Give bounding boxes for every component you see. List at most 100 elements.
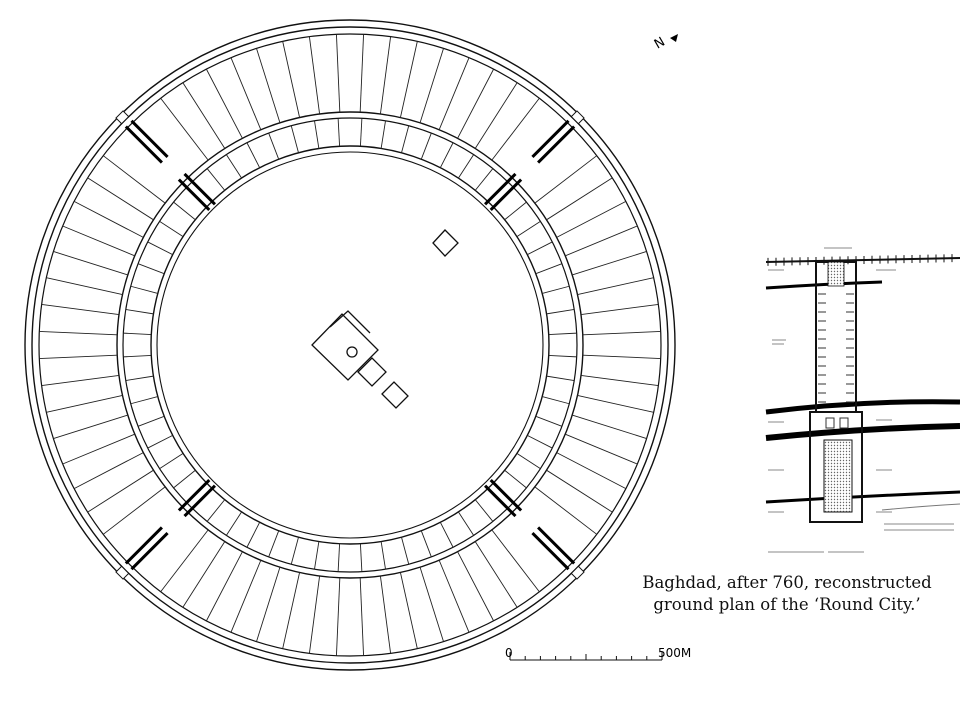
- outer-block-divider: [62, 225, 135, 257]
- inner-block-divider: [268, 530, 280, 558]
- inner-block-divider: [130, 285, 158, 294]
- inner-block-divider: [206, 499, 226, 522]
- inner-block-divider: [504, 201, 527, 221]
- outer-block-divider: [335, 34, 341, 113]
- inner-block-divider: [173, 469, 196, 489]
- north-arrow-icon: [670, 34, 678, 42]
- inner-block-divider: [542, 285, 570, 294]
- outer-block-divider: [582, 354, 661, 360]
- outer-block-divider: [457, 68, 495, 139]
- gate-street-outer: [124, 526, 163, 565]
- detail-shops: [818, 293, 854, 429]
- gate-street-outer: [130, 532, 169, 571]
- outer-block-divider: [46, 394, 123, 413]
- detail-wall-ticks: [767, 254, 953, 266]
- outer-block-divider: [46, 277, 123, 296]
- gate-street-inner: [489, 178, 523, 212]
- inner-block-divider: [206, 168, 226, 191]
- inner-block-divider: [225, 154, 242, 179]
- outer-block-divider: [230, 57, 262, 130]
- outer-block-divider: [102, 486, 166, 535]
- outer-block-divider: [556, 200, 627, 238]
- inner-block-divider: [420, 132, 432, 160]
- inner-block-divider: [401, 537, 410, 565]
- outer-block-divider: [582, 330, 661, 336]
- gate-street-inner: [177, 178, 211, 212]
- gate-street-outer: [537, 125, 576, 164]
- detail-top-wall: [765, 257, 960, 263]
- inner-block-divider: [125, 375, 154, 381]
- outer-block-divider: [41, 303, 120, 316]
- wall-ring: [38, 33, 662, 657]
- inner-block-divider: [137, 415, 165, 427]
- mosque: [357, 357, 387, 387]
- residential-blocks: [39, 34, 661, 656]
- outer-block-divider: [572, 251, 647, 276]
- inner-block-divider: [147, 434, 173, 449]
- gate-tower: [115, 565, 130, 580]
- inner-block-divider: [474, 499, 494, 522]
- inner-block-divider: [548, 332, 577, 336]
- city-walls: [24, 19, 676, 671]
- police-building: [432, 229, 459, 257]
- outer-block-divider: [205, 551, 243, 622]
- outer-block-divider: [282, 572, 301, 649]
- outer-block-divider: [39, 354, 118, 360]
- inner-block-divider: [420, 530, 432, 558]
- inner-block-divider: [439, 142, 454, 168]
- outer-block-divider: [379, 36, 392, 115]
- inner-block-divider: [123, 354, 152, 358]
- gate-street-inner: [183, 484, 217, 518]
- inner-block-divider: [130, 396, 158, 405]
- wall-ring: [122, 117, 578, 573]
- figure-caption: Baghdad, after 760, reconstructed ground…: [622, 572, 952, 616]
- inner-block-divider: [268, 132, 280, 160]
- inner-block-divider: [290, 537, 299, 565]
- gate-street-inner: [183, 172, 217, 206]
- outer-block-divider: [474, 541, 518, 608]
- inner-block-divider: [380, 120, 386, 149]
- inner-block-divider: [535, 263, 563, 275]
- wall-ring: [116, 111, 584, 579]
- gate-tower: [570, 565, 585, 580]
- inner-block-divider: [458, 511, 475, 536]
- outer-block-divider: [379, 575, 392, 654]
- palace-inner-court: [329, 310, 371, 334]
- inner-block-divider: [125, 309, 154, 315]
- inner-block-divider: [246, 142, 261, 168]
- outer-block-divider: [230, 560, 262, 633]
- inner-block-divider: [147, 241, 173, 256]
- inner-block-divider: [246, 522, 261, 548]
- inner-block-divider: [380, 541, 386, 570]
- wall-ring: [31, 26, 669, 664]
- scale-end-label: 500M: [658, 646, 692, 660]
- outer-block-divider: [577, 394, 654, 413]
- palace: [311, 313, 379, 381]
- outer-block-divider: [282, 41, 301, 118]
- mosque-dome: [346, 346, 358, 358]
- outer-block-divider: [534, 155, 598, 204]
- detail-curved-walls: [765, 280, 960, 511]
- caption-line-2: ground plan of the ‘Round City.’: [653, 595, 921, 614]
- inner-block-divider: [401, 125, 410, 153]
- inner-block-divider: [173, 201, 196, 221]
- outer-block-divider: [438, 57, 470, 130]
- inner-block-divider: [359, 543, 363, 572]
- outer-block-divider: [87, 469, 154, 513]
- gate-tower: [115, 110, 130, 125]
- inner-block-divider: [123, 332, 152, 336]
- outer-block-divider: [419, 567, 444, 642]
- inner-block-divider: [159, 453, 184, 470]
- outer-block-divider: [565, 433, 638, 465]
- outer-block-divider: [399, 41, 418, 118]
- inner-block-divider: [548, 354, 577, 358]
- inner-block-divider: [314, 541, 320, 570]
- outer-block-divider: [73, 200, 144, 238]
- gate-street-inner: [177, 478, 211, 512]
- inner-block-divider: [546, 375, 575, 381]
- inner-block-divider: [527, 241, 553, 256]
- outer-block-divider: [102, 155, 166, 204]
- outer-block-divider: [565, 225, 638, 257]
- wall-towers: [115, 110, 585, 580]
- inner-block-divider: [546, 309, 575, 315]
